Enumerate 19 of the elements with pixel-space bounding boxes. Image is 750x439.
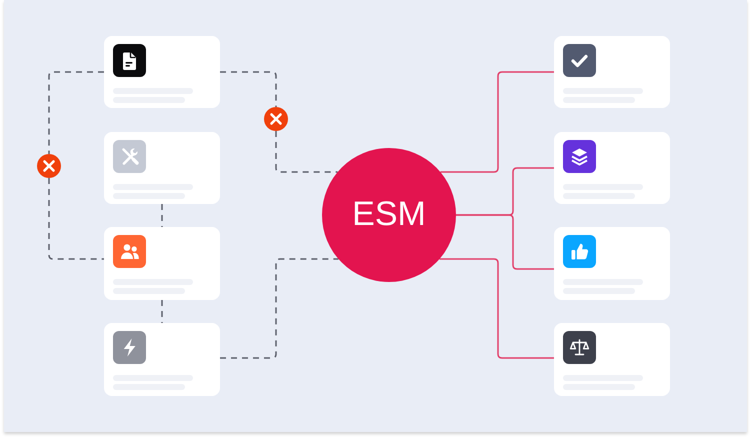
card: [104, 323, 220, 396]
dashed-connector: [48, 71, 104, 154]
hub-label: ESM: [352, 196, 426, 234]
card: [104, 227, 220, 300]
connector-line: [440, 71, 554, 173]
card: [554, 227, 670, 300]
card: [104, 132, 220, 204]
dashed-connector: [48, 178, 104, 260]
card: [554, 323, 670, 396]
dashed-connector: [220, 71, 277, 107]
connector-line: [440, 258, 554, 359]
dashed-connector: [220, 258, 338, 359]
dashed-connector: [275, 131, 338, 173]
dashed-connector: [161, 204, 163, 227]
connector-line: [456, 214, 554, 270]
card: [104, 36, 220, 108]
card: [554, 36, 670, 108]
dashed-connector: [161, 300, 163, 323]
card: [554, 132, 670, 204]
